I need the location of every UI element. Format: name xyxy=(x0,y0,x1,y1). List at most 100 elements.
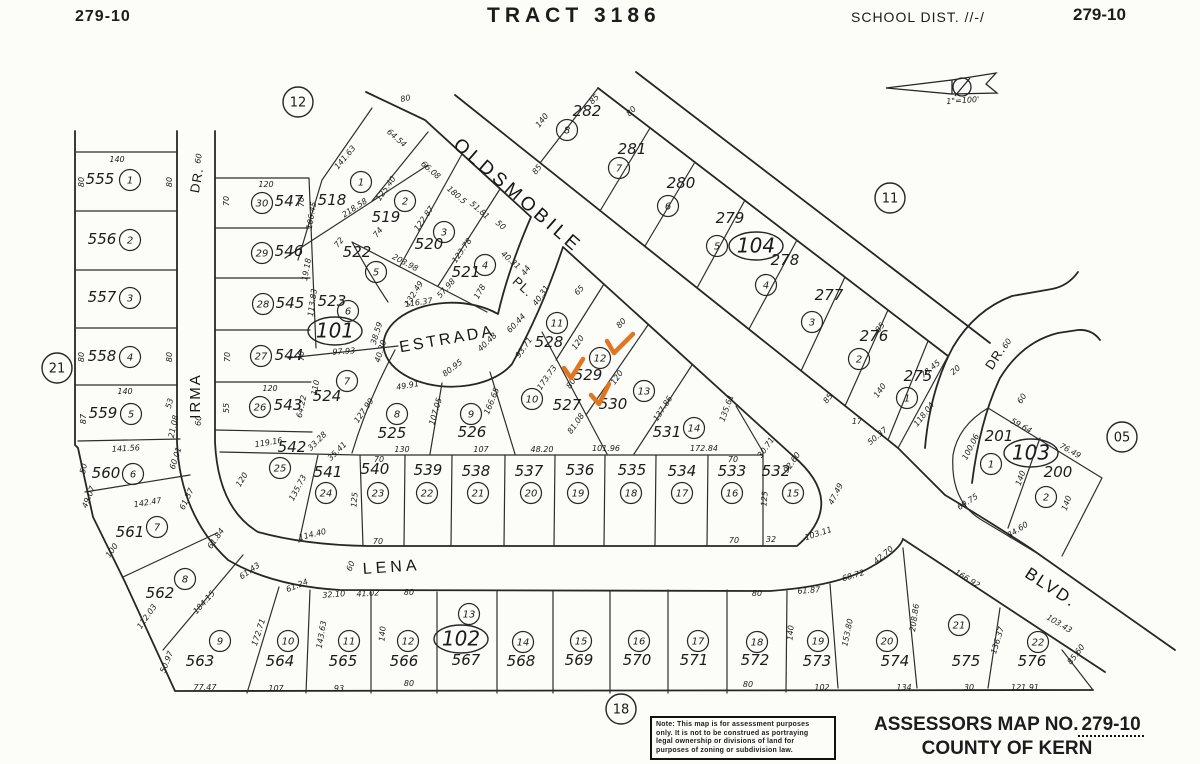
block-number-103: 103 xyxy=(1012,441,1050,465)
parcel-circle-number: 7 xyxy=(616,164,623,175)
dimension-label: 70 xyxy=(728,455,738,464)
parcel-circle xyxy=(588,346,612,370)
block-ellipse xyxy=(1003,438,1059,468)
reference-circle xyxy=(874,182,906,214)
parcel-circle-number: 22 xyxy=(1032,638,1045,649)
lot-number-561: 561 xyxy=(116,523,145,541)
parcel-circle-number: 12 xyxy=(594,354,607,365)
parcel-circle xyxy=(251,292,275,316)
dimension-label: 48.20 xyxy=(531,445,554,454)
dimension-label: 136.37 xyxy=(989,625,1006,655)
lot-number-201: 201 xyxy=(985,427,1014,445)
dimension-label: 85 xyxy=(821,392,834,406)
dimension-label: 70 xyxy=(223,352,232,362)
parcel-circle-number: 4 xyxy=(482,261,488,272)
reference-circle xyxy=(1106,421,1138,453)
parcel-circle-number: 26 xyxy=(254,403,267,414)
dimension-label: 80 xyxy=(743,680,753,689)
parcel-circle xyxy=(545,311,569,335)
lot-number-562: 562 xyxy=(146,584,175,602)
lot-number-547: 547 xyxy=(275,192,304,210)
parcel-circle-number: 8 xyxy=(564,126,570,137)
dimension-label: 61.37 xyxy=(178,486,196,511)
orange-checkmark-annotation xyxy=(588,381,612,407)
dimension-label: 166.92 xyxy=(953,568,982,590)
parcel-circle xyxy=(364,260,388,284)
block-ellipse xyxy=(728,231,784,261)
dimension-label: 135.61 xyxy=(718,393,736,422)
parcel-circle xyxy=(686,629,710,653)
dimension-label: 113.83 xyxy=(306,288,319,317)
dimension-label: 55 xyxy=(222,403,231,413)
parcel-circle-number: 21 xyxy=(953,621,966,632)
dimension-label: 93 xyxy=(334,684,344,693)
dimension-label: 134 xyxy=(896,683,911,692)
parcel-circle-number: 13 xyxy=(638,387,651,398)
parcel-circle-number: 12 xyxy=(402,637,415,648)
parcel-circle-number: 27 xyxy=(255,352,268,363)
reference-number-12: 12 xyxy=(290,96,307,111)
lot-number-276: 276 xyxy=(860,327,889,345)
parcel-circle xyxy=(335,369,359,393)
parcel-circle-number: 16 xyxy=(633,637,646,648)
dimension-label: 120 xyxy=(609,369,625,387)
dimension-label: 60 xyxy=(194,415,204,426)
street-label-dr: DR. xyxy=(187,166,206,194)
block-number-101: 101 xyxy=(316,319,354,343)
lot-number-282: 282 xyxy=(573,102,602,120)
parcel-circle xyxy=(519,481,543,505)
parcel-circle xyxy=(670,481,694,505)
parcel-circle-number: 9 xyxy=(217,637,223,648)
dimension-label: 66.08 xyxy=(419,159,442,181)
dimension-label: 42.70 xyxy=(872,544,895,566)
parcel-circle xyxy=(119,402,143,426)
lot-number-569: 569 xyxy=(565,651,594,669)
dimension-label: 110 xyxy=(310,379,322,396)
lot-number-279: 279 xyxy=(716,209,745,227)
lot-number-280: 280 xyxy=(667,174,696,192)
lot-number-529: 529 xyxy=(574,366,603,384)
dimension-label: 60.01 xyxy=(168,446,184,471)
parcel-circle xyxy=(656,194,680,218)
block-ellipse xyxy=(307,316,363,346)
reference-circle xyxy=(282,86,314,118)
block-number-104: 104 xyxy=(737,234,775,258)
parcel-circle xyxy=(336,299,360,323)
dimension-label: 70 xyxy=(729,536,739,545)
parcel-circle-number: 11 xyxy=(343,637,356,648)
lot-number-560: 560 xyxy=(92,464,121,482)
lot-number-277: 277 xyxy=(815,286,844,304)
parcel-circle xyxy=(118,168,142,192)
parcel-circle xyxy=(250,241,274,265)
parcel-circle xyxy=(847,347,871,371)
dimension-label: 80 xyxy=(752,589,762,598)
lot-number-537: 537 xyxy=(515,462,544,480)
parcel-circle-number: 10 xyxy=(282,637,295,648)
lot-number-576: 576 xyxy=(1018,652,1047,670)
lot-number-523: 523 xyxy=(318,292,347,310)
county-name: COUNTY OF KERN xyxy=(921,738,1093,759)
parcel-circle xyxy=(682,416,706,440)
lot-number-564: 564 xyxy=(266,652,295,670)
lot-number-539: 539 xyxy=(414,461,443,479)
dimension-label: 20 xyxy=(949,363,963,376)
dimension-label: 64.54 xyxy=(385,127,408,149)
parcel-circle-number: 23 xyxy=(372,489,385,500)
dimension-label: 141.63 xyxy=(333,144,358,171)
lot-number-527: 527 xyxy=(553,396,582,414)
lot-number-534: 534 xyxy=(668,462,697,480)
dimension-label: 70 xyxy=(373,537,383,546)
parcel-circle xyxy=(415,481,439,505)
parcel-circle-number: 11 xyxy=(551,319,564,330)
parcel-circle-number: 3 xyxy=(441,228,447,239)
sheet-number-left: 279-10 xyxy=(75,8,131,25)
parcel-circle xyxy=(555,118,579,142)
parcel-circle xyxy=(145,515,169,539)
parcel-circle xyxy=(566,481,590,505)
parcel-circle-number: 2 xyxy=(127,236,133,247)
tract-title: TRACT 3186 xyxy=(487,4,661,27)
lot-number-522: 522 xyxy=(343,243,372,261)
parcel-circle-number: 14 xyxy=(688,424,701,435)
